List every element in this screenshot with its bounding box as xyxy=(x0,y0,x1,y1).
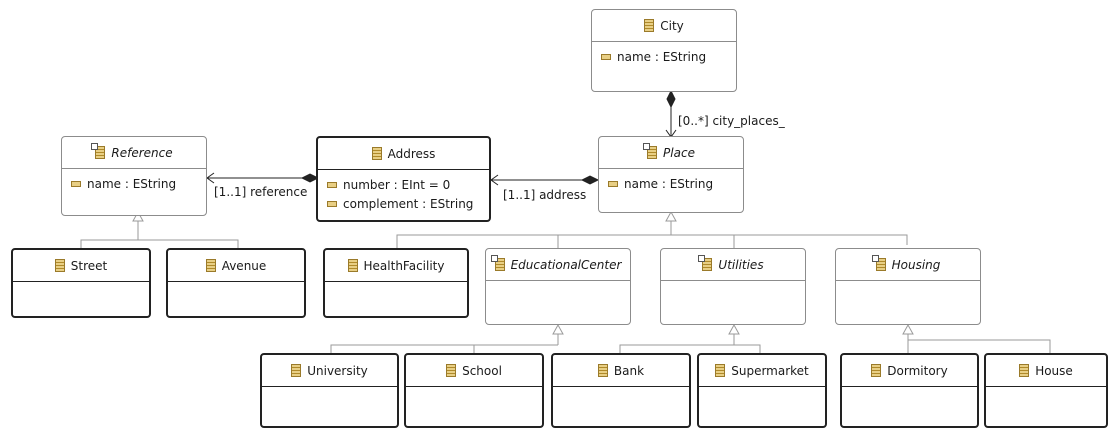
class-icon xyxy=(644,19,655,32)
class-reference[interactable]: Reference name : EString xyxy=(61,136,207,216)
attribute-label: complement : EString xyxy=(343,196,474,211)
class-name: HealthFacility xyxy=(363,258,445,273)
class-dormitory[interactable]: Dormitory xyxy=(840,353,979,428)
attribute-icon xyxy=(327,200,337,207)
composition-arrow-address xyxy=(490,174,499,186)
abstract-class-icon xyxy=(698,255,713,271)
abstract-class-icon xyxy=(871,255,886,271)
class-name: Housing xyxy=(891,257,941,272)
class-name: Place xyxy=(663,145,695,160)
abstract-class-icon xyxy=(91,143,106,159)
attribute-row[interactable]: number : EInt = 0 xyxy=(318,175,489,194)
class-icon xyxy=(205,259,216,272)
composition-diamond-city xyxy=(666,89,676,109)
attribute-row[interactable]: name : EString xyxy=(599,174,743,193)
class-icon xyxy=(715,364,726,377)
class-icon xyxy=(1019,364,1030,377)
class-name: EducationalCenter xyxy=(510,257,622,272)
generalization-edu-children xyxy=(330,344,475,353)
class-icon xyxy=(446,364,457,377)
attribute-label: number : EInt = 0 xyxy=(343,177,451,192)
class-city[interactable]: City name : EString xyxy=(591,9,737,92)
attribute-icon xyxy=(608,180,618,187)
class-name: Avenue xyxy=(221,258,267,273)
class-supermarket[interactable]: Supermarket xyxy=(697,353,827,428)
reference-label-reference: [1..1] reference xyxy=(214,185,308,199)
class-avenue[interactable]: Avenue xyxy=(166,248,306,318)
class-icon xyxy=(54,259,65,272)
generalization-arrow-educational-center xyxy=(552,323,564,335)
class-street[interactable]: Street xyxy=(11,248,151,318)
attribute-icon xyxy=(601,53,611,60)
class-name: City xyxy=(660,18,684,33)
generalization-arrow-utilities xyxy=(728,323,740,335)
class-house[interactable]: House xyxy=(984,353,1108,428)
reference-label-address: [1..1] address xyxy=(503,188,587,202)
class-name: Street xyxy=(70,258,108,273)
generalization-arrow-place xyxy=(665,210,677,222)
class-utilities[interactable]: Utilities xyxy=(660,248,806,325)
class-name: Dormitory xyxy=(887,363,948,378)
composition-diamond-place xyxy=(580,175,600,185)
attribute-label: name : EString xyxy=(617,49,707,64)
class-university[interactable]: University xyxy=(260,353,399,428)
attribute-icon xyxy=(327,181,337,188)
class-icon xyxy=(871,364,882,377)
composition-diamond-address xyxy=(300,173,320,183)
attribute-label: name : EString xyxy=(87,176,177,191)
class-name: Address xyxy=(387,146,436,161)
class-name: Reference xyxy=(111,145,173,160)
attribute-row[interactable]: name : EString xyxy=(592,47,736,66)
generalization-place-branches xyxy=(557,235,735,248)
abstract-class-icon xyxy=(490,255,505,271)
generalization-util-children xyxy=(619,344,761,353)
reference-label-city-places: [0..*] city_places_ xyxy=(678,114,785,128)
class-address[interactable]: Address number : EInt = 0 complement : E… xyxy=(316,136,491,222)
class-school[interactable]: School xyxy=(404,353,544,428)
class-name: University xyxy=(307,363,368,378)
class-housing[interactable]: Housing xyxy=(835,248,981,325)
class-name: Bank xyxy=(613,363,645,378)
class-health-facility[interactable]: HealthFacility xyxy=(323,248,469,318)
attribute-icon xyxy=(71,180,81,187)
generalization-street-avenue xyxy=(80,239,239,248)
class-icon xyxy=(371,147,382,160)
generalization-arrow-reference xyxy=(132,210,144,222)
class-name: Utilities xyxy=(718,257,764,272)
class-educational-center[interactable]: EducationalCenter xyxy=(485,248,631,325)
class-name: School xyxy=(462,363,502,378)
abstract-class-icon xyxy=(643,143,658,159)
generalization-housing-children xyxy=(907,339,1051,353)
class-bank[interactable]: Bank xyxy=(551,353,691,428)
composition-arrow-reference xyxy=(206,172,215,184)
class-name: House xyxy=(1035,363,1073,378)
generalization-place-children xyxy=(396,234,908,248)
class-place[interactable]: Place name : EString xyxy=(598,136,744,213)
attribute-row[interactable]: complement : EString xyxy=(318,194,489,213)
generalization-arrow-housing xyxy=(902,323,914,335)
class-icon xyxy=(291,364,302,377)
attribute-row[interactable]: name : EString xyxy=(62,174,206,193)
class-icon xyxy=(597,364,608,377)
class-icon xyxy=(347,259,358,272)
class-name: Supermarket xyxy=(731,363,809,378)
attribute-label: name : EString xyxy=(624,176,714,191)
